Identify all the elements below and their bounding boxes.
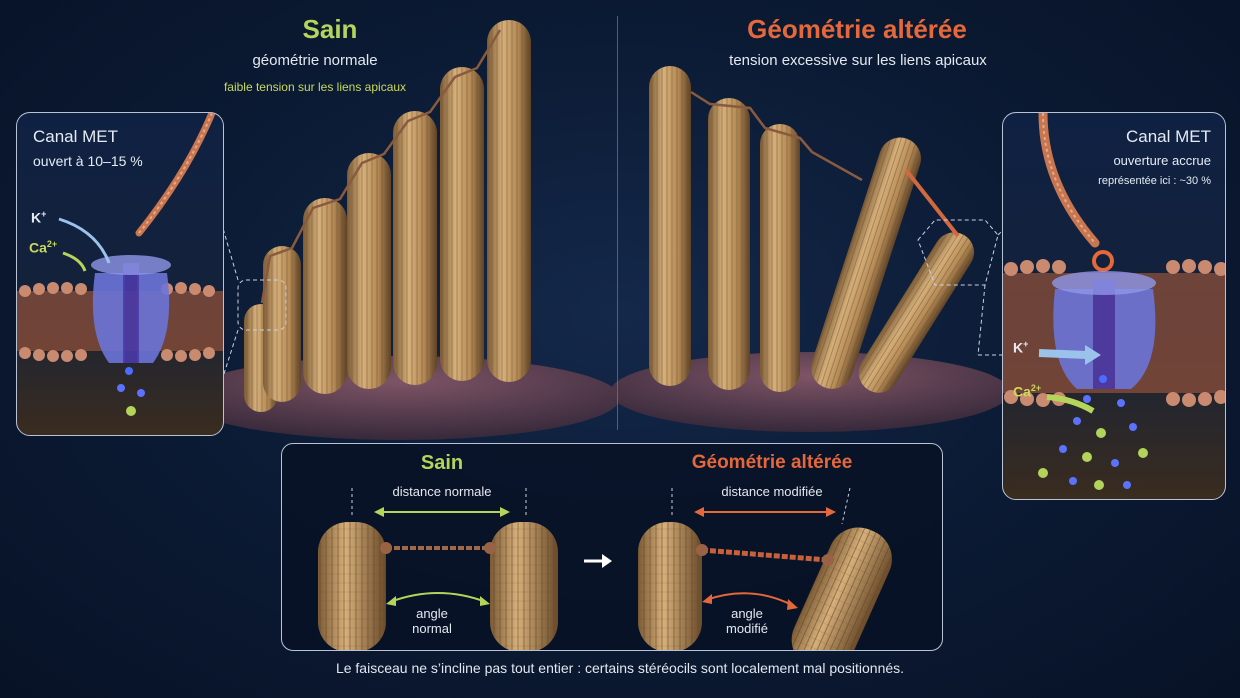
comparison-healthy-angle: angle normal bbox=[412, 606, 452, 636]
inset-represented-altered: représentée ici : ~30 % bbox=[1098, 175, 1211, 187]
healthy-subtitle: géométrie normale bbox=[252, 52, 378, 69]
ion-cloud-altered bbox=[1038, 375, 1148, 490]
healthy-title: Sain bbox=[302, 14, 358, 44]
inset-opening-altered: ouverture accrue bbox=[1113, 153, 1211, 168]
altered-bundle bbox=[649, 66, 975, 393]
comparison-altered-distance: distance modifiée bbox=[721, 484, 823, 499]
comparison-altered-angle: angle modifié bbox=[726, 606, 768, 636]
met-channel-healthy bbox=[91, 255, 171, 363]
met-channel-altered bbox=[1052, 271, 1156, 389]
ion-ca-label-altered: Ca2+ bbox=[1013, 383, 1042, 400]
channel-illustration-healthy bbox=[17, 113, 223, 416]
inset-title-healthy: Canal MET bbox=[33, 127, 119, 146]
comparison-altered-title: Géométrie altérée bbox=[691, 452, 853, 473]
healthy-note: faible tension sur les liens apicaux bbox=[223, 80, 407, 94]
ion-k-label-healthy: K+ bbox=[31, 209, 47, 226]
comparison-healthy-distance: distance normale bbox=[392, 484, 492, 499]
altered-subtitle: tension excessive sur les liens apicaux bbox=[729, 52, 987, 69]
ion-k-label-altered: K+ bbox=[1013, 339, 1029, 356]
altered-pair bbox=[638, 487, 892, 650]
healthy-bundle bbox=[244, 20, 531, 412]
met-channel-inset-altered: Canal MET ouverture accrue représentée i… bbox=[1002, 112, 1226, 500]
comparison-illustration bbox=[318, 487, 892, 650]
inset-title-altered: Canal MET bbox=[1125, 127, 1211, 146]
channel-illustration-altered bbox=[1003, 113, 1225, 490]
healthy-pair bbox=[318, 488, 558, 650]
figure-caption: Le faisceau ne s’incline pas tout entier… bbox=[335, 660, 905, 676]
met-channel-inset-healthy: Canal MET ouvert à 10–15 % K+ Ca2+ bbox=[16, 112, 224, 436]
comparison-box: Sain distance normale angle normal Géomé… bbox=[281, 443, 943, 651]
comparison-healthy-title: Sain bbox=[420, 452, 464, 474]
transition-arrow-icon bbox=[584, 554, 612, 568]
altered-title: Géométrie altérée bbox=[747, 14, 967, 44]
center-divider bbox=[617, 16, 618, 430]
inset-opening-healthy: ouvert à 10–15 % bbox=[33, 153, 143, 169]
ion-ca-label-healthy: Ca2+ bbox=[29, 239, 58, 256]
